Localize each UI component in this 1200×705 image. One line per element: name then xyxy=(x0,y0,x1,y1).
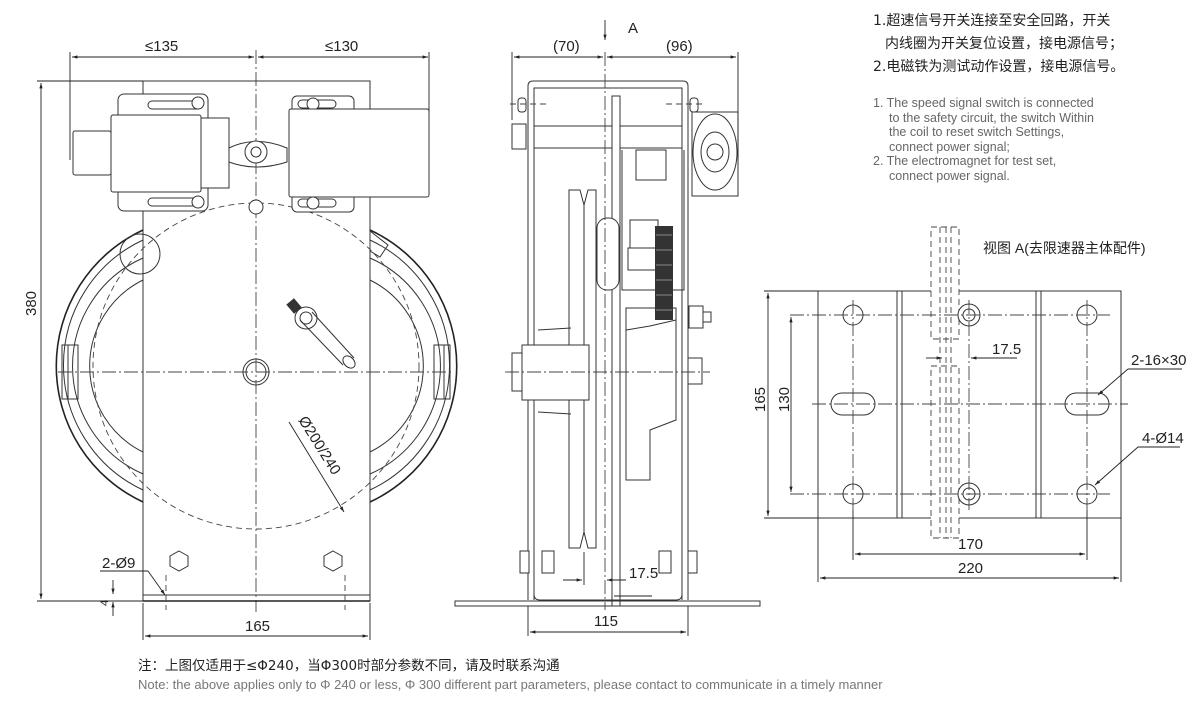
sheave-housing-right xyxy=(369,229,458,503)
sheave-housing-left xyxy=(55,229,144,503)
dim-side-right: (96) xyxy=(666,38,693,55)
dim-hole-height: 130 xyxy=(776,387,793,412)
footer-note-chinese: 注：上图仅适用于≤Φ240，当Φ300时部分参数不同，请及时联系沟通 xyxy=(138,658,560,674)
dim-base-thickness: 4 xyxy=(99,600,111,606)
dim-outer-width: 220 xyxy=(958,560,983,577)
dim-side-base-width: 115 xyxy=(594,613,618,630)
dim-view-a-offset: 17.5 xyxy=(992,341,1021,358)
view-a-title: 视图 A(去限速器主体配件) xyxy=(983,240,1146,256)
note-en-1-line-2: to the safety circuit, the switch Within xyxy=(889,110,1094,125)
dim-side-left: (70) xyxy=(553,38,580,55)
side-electromagnet xyxy=(692,113,738,191)
dim-side-offset: 17.5 xyxy=(629,565,658,582)
governor-shaft xyxy=(533,125,683,149)
note-cn-line-1: 1.超速信号开关连接至安全回路，开关 xyxy=(873,13,1111,29)
base-bolt-left xyxy=(169,550,189,572)
dim-left-width: ≤135 xyxy=(145,38,178,55)
dim-right-width: ≤130 xyxy=(325,38,358,55)
electromagnet xyxy=(288,108,430,198)
dim-outer-height: 165 xyxy=(752,387,769,412)
dim-hole-spacing: 170 xyxy=(958,536,983,553)
footer-note: 注：上图仅适用于≤Φ240，当Φ300时部分参数不同，请及时联系沟通 Note:… xyxy=(138,654,1138,692)
note-en-2-line-1: 2. The electromagnet for test set, xyxy=(873,154,1057,168)
view-a-arrow-label: A xyxy=(628,20,638,37)
note-en-1-line-1: 1. The speed signal switch is connected xyxy=(873,96,1094,110)
view-a: 视图 A(去限速器主体配件) 165 xyxy=(752,226,1186,582)
base-bolt-right xyxy=(323,550,343,572)
note-cn-line-3: 2.电磁铁为测试动作设置，接电源信号。 xyxy=(873,59,1125,75)
dim-mount-holes: 2-Ø9 xyxy=(102,555,135,572)
notes-chinese: 1.超速信号开关连接至安全回路，开关 内线圈为开关复位设置，接电源信号； 2.电… xyxy=(873,10,1193,79)
tension-lever xyxy=(286,298,356,369)
dim-slots: 2-16×30 xyxy=(1131,352,1186,369)
view-a-sheave-strip xyxy=(930,226,960,340)
front-view: ≤135 ≤130 380 165 2-Ø9 4 Ø200/240 xyxy=(23,38,458,640)
speed-signal-switch xyxy=(110,114,202,193)
notes-english: 1. The speed signal switch is connected … xyxy=(873,96,1193,183)
dim-base-width: 165 xyxy=(245,618,270,635)
side-base-plate xyxy=(454,600,761,607)
dim-height: 380 xyxy=(23,291,40,316)
side-view: A (70) (96) 17.5 115 xyxy=(454,20,761,636)
view-a-base-plate xyxy=(817,290,1122,519)
tension-spring xyxy=(655,226,673,320)
side-frame xyxy=(527,80,689,600)
dim-sheave-diameter: Ø200/240 xyxy=(295,413,344,478)
note-en-2-line-2: connect power signal. xyxy=(889,168,1010,183)
note-en-1-line-3: the coil to reset switch Settings, xyxy=(889,125,1065,139)
footer-note-english: Note: the above applies only to Φ 240 or… xyxy=(138,677,883,692)
note-en-1-line-4: connect power signal; xyxy=(889,139,1010,154)
side-sheave xyxy=(568,189,597,549)
dim-holes: 4-Ø14 xyxy=(1142,430,1184,447)
note-cn-line-2: 内线圈为开关复位设置，接电源信号； xyxy=(885,36,1123,52)
technical-drawing: ≤135 ≤130 380 165 2-Ø9 4 Ø200/240 xyxy=(23,20,1186,640)
